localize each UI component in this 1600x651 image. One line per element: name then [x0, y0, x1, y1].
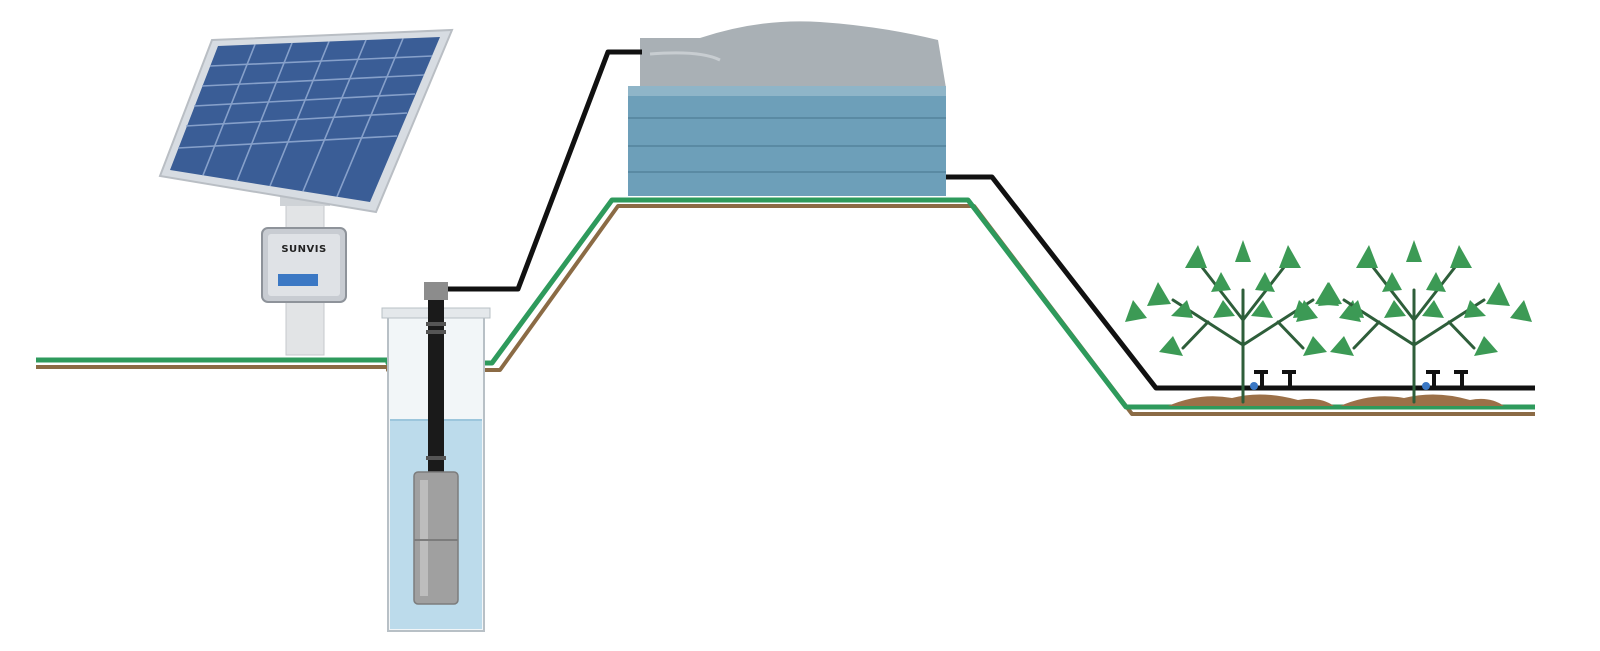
tank-body [628, 86, 946, 196]
pump-controller-icon: SUNVIS [261, 227, 347, 303]
panel-grid [177, 38, 433, 198]
drip-emitter-icon [1250, 370, 1468, 390]
water-tank-icon [628, 21, 946, 196]
pipe-fitting [424, 282, 448, 300]
submersible-pump-icon [413, 282, 459, 605]
plant-left [1125, 240, 1361, 404]
soil-mounds [1168, 394, 1504, 406]
pump-shine [420, 480, 428, 596]
plant-icon [1125, 240, 1532, 404]
ground-profile [36, 197, 1535, 416]
delivery-pipe-down [946, 174, 1535, 391]
plant-right [1296, 240, 1532, 404]
tank-lid-highlight [649, 51, 721, 62]
tank-lid [640, 21, 946, 88]
emitter-right-2 [1454, 370, 1468, 386]
tank-top-band [628, 86, 946, 96]
emitter-left-2 [1282, 370, 1296, 386]
emitter-left [1250, 370, 1268, 390]
drop-pipe [428, 298, 444, 473]
delivery-pipe-up [448, 49, 642, 292]
emitter-right [1422, 370, 1440, 390]
solar-panel-icon [158, 28, 454, 356]
controller-display [278, 274, 318, 286]
controller-brand: SUNVIS [281, 244, 326, 255]
pipe-clamp-1 [426, 322, 446, 326]
pipe-clamp-3 [426, 456, 446, 460]
pipe-clamp-2 [426, 330, 446, 334]
